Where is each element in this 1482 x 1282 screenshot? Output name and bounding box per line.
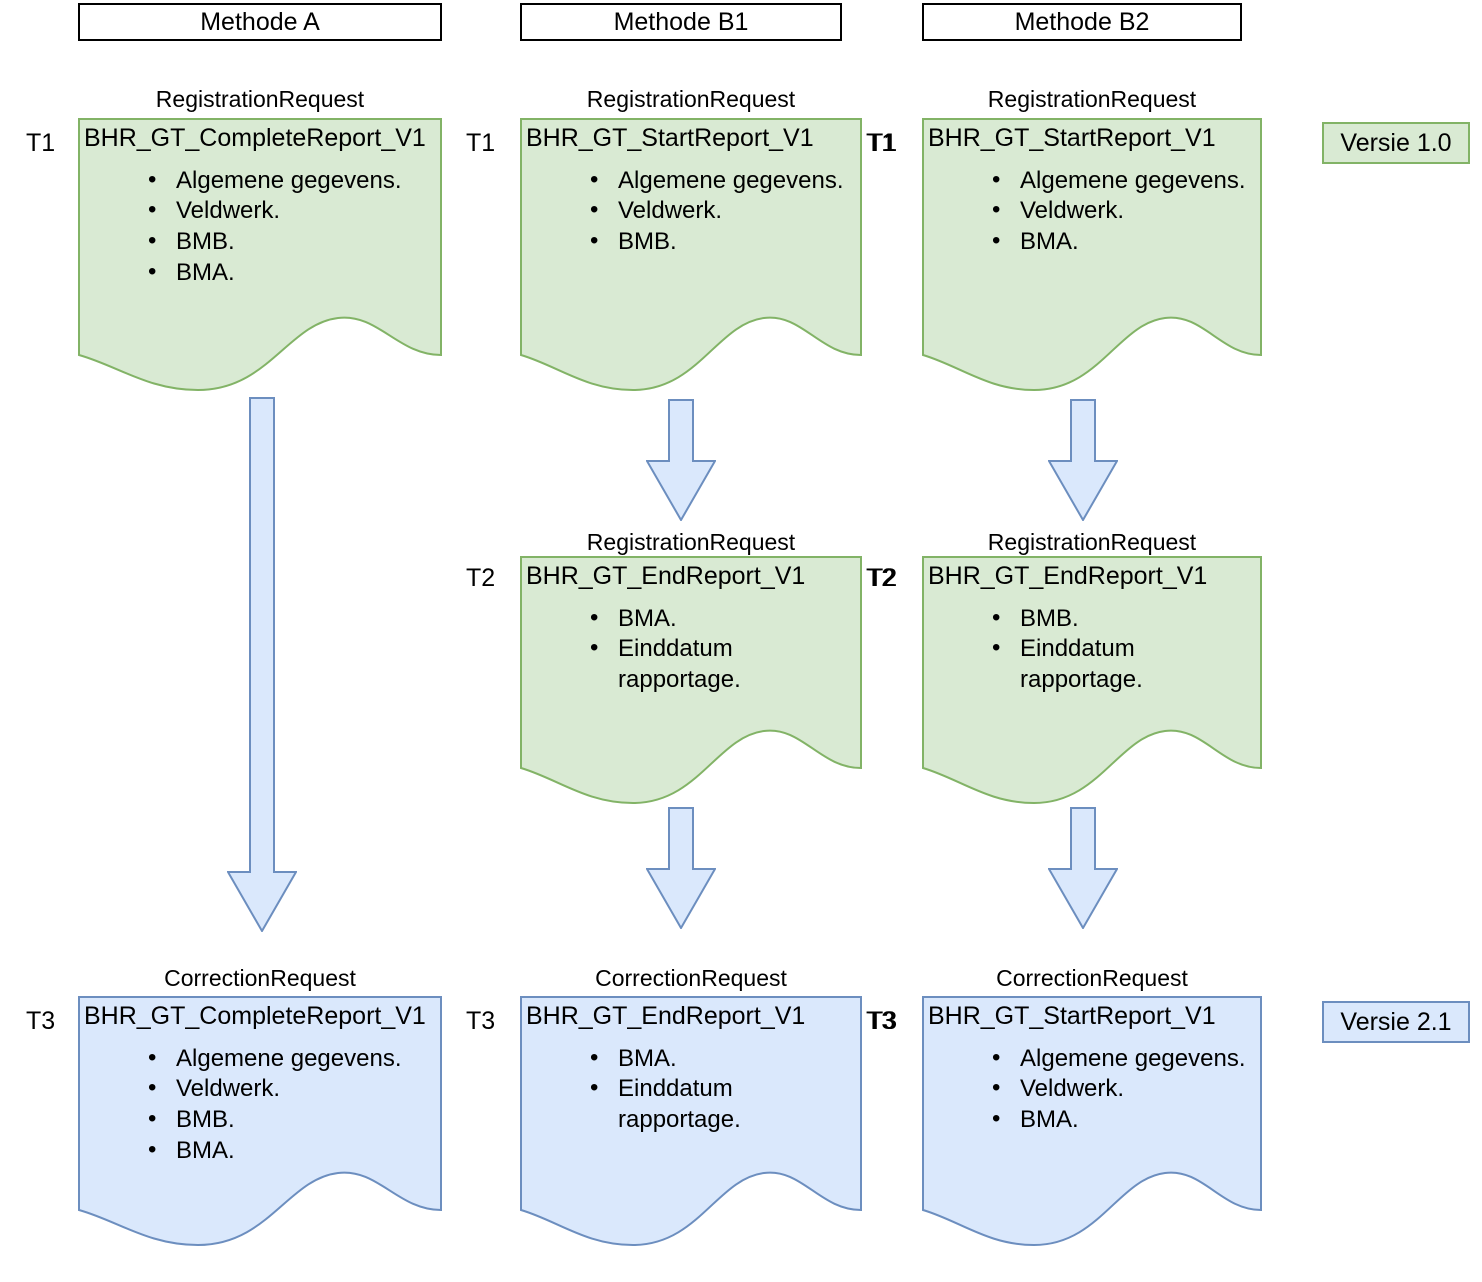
list-item: Veldwerk. — [986, 1073, 1260, 1105]
doc-b1-t3[interactable]: BHR_GT_EndReport_V1 BMA. Einddatum rappo… — [520, 996, 862, 1282]
doc-list-b1-t3: BMA. Einddatum rapportage. — [526, 1043, 860, 1136]
doc-caption-b2-t2: RegistrationRequest — [987, 529, 1197, 555]
doc-list-a-t1: Algemene gegevens. Veldwerk. BMB. BMA. — [84, 165, 440, 289]
time-label-b2-t1-left: T1 — [868, 129, 898, 157]
doc-a-t1[interactable]: BHR_GT_CompleteReport_V1 Algemene gegeve… — [78, 118, 442, 398]
method-header-b2: Methode B2 — [922, 3, 1242, 41]
arrow-b1-t2-to-t3 — [646, 807, 716, 929]
list-item: Veldwerk. — [142, 195, 440, 227]
doc-title-a-t3: BHR_GT_CompleteReport_V1 — [84, 1002, 426, 1030]
list-item: Einddatum rapportage. — [584, 633, 779, 695]
doc-list-b2-t3: Algemene gegevens. Veldwerk. BMA. — [928, 1043, 1260, 1136]
doc-title-b1-t3: BHR_GT_EndReport_V1 — [526, 1002, 806, 1030]
doc-caption-b1-t1: RegistrationRequest — [586, 86, 796, 112]
time-label-b1-t3-left: T3 — [466, 1007, 496, 1035]
doc-body-b1-t3: BHR_GT_EndReport_V1 BMA. Einddatum rappo… — [520, 996, 862, 1136]
doc-list-b1-t2: BMA. Einddatum rapportage. — [526, 603, 860, 696]
time-label-b1-t1-right: T1 — [866, 129, 896, 157]
doc-list-a-t3: Algemene gegevens. Veldwerk. BMB. BMA. — [84, 1043, 440, 1167]
list-item: BMB. — [142, 226, 440, 258]
doc-title-b2-t1: BHR_GT_StartReport_V1 — [928, 124, 1216, 152]
doc-caption-a-t1: RegistrationRequest — [155, 86, 365, 112]
method-header-b1: Methode B1 — [520, 3, 842, 41]
doc-body-b2-t1: BHR_GT_StartReport_V1 Algemene gegevens.… — [922, 118, 1262, 258]
time-label-b2-t2-left: T2 — [868, 564, 898, 592]
arrow-a-t1-to-t3 — [227, 397, 297, 932]
list-item: Veldwerk. — [584, 195, 860, 227]
doc-list-b1-t1: Algemene gegevens. Veldwerk. BMB. — [526, 165, 860, 258]
doc-title-a-t1: BHR_GT_CompleteReport_V1 — [84, 124, 426, 152]
time-label-b1-t2-right: T2 — [866, 564, 896, 592]
legend-versie-2-1: Versie 2.1 — [1322, 1001, 1470, 1043]
list-item: BMA. — [986, 1104, 1260, 1136]
doc-body-b2-t2: BHR_GT_EndReport_V1 BMB. Einddatum rappo… — [922, 556, 1262, 696]
doc-a-t3[interactable]: BHR_GT_CompleteReport_V1 Algemene gegeve… — [78, 996, 442, 1282]
list-item: BMA. — [584, 1043, 860, 1075]
list-item: Veldwerk. — [142, 1073, 440, 1105]
doc-title-b2-t2: BHR_GT_EndReport_V1 — [928, 562, 1208, 590]
list-item: BMA. — [142, 1135, 440, 1167]
doc-caption-a-t3: CorrectionRequest — [164, 965, 356, 991]
list-item: BMB. — [584, 226, 860, 258]
doc-b1-t1[interactable]: BHR_GT_StartReport_V1 Algemene gegevens.… — [520, 118, 862, 398]
list-item: Einddatum rapportage. — [584, 1073, 779, 1135]
method-header-b2-label: Methode B2 — [1014, 7, 1150, 36]
time-label-b1-t3-right: T3 — [866, 1007, 896, 1035]
legend-versie-2-1-label: Versie 2.1 — [1340, 1007, 1452, 1036]
doc-list-b2-t1: Algemene gegevens. Veldwerk. BMA. — [928, 165, 1260, 258]
arrow-b2-t1-to-t2 — [1048, 399, 1118, 521]
method-header-b1-label: Methode B1 — [613, 7, 749, 36]
doc-caption-b2-t1: RegistrationRequest — [987, 86, 1197, 112]
time-label-a-t3-left: T3 — [26, 1007, 56, 1035]
legend-versie-1-0-label: Versie 1.0 — [1340, 128, 1452, 157]
arrow-b1-t1-to-t2 — [646, 399, 716, 521]
list-item: Algemene gegevens. — [142, 1043, 440, 1075]
list-item: Veldwerk. — [986, 195, 1260, 227]
legend-versie-1-0: Versie 1.0 — [1322, 122, 1470, 164]
list-item: BMA. — [584, 603, 860, 635]
doc-b1-t2[interactable]: BHR_GT_EndReport_V1 BMA. Einddatum rappo… — [520, 556, 862, 810]
doc-b2-t2[interactable]: BHR_GT_EndReport_V1 BMB. Einddatum rappo… — [922, 556, 1262, 810]
method-header-a-label: Methode A — [200, 7, 320, 36]
doc-body-b1-t1: BHR_GT_StartReport_V1 Algemene gegevens.… — [520, 118, 862, 258]
method-header-a: Methode A — [78, 3, 442, 41]
doc-body-b1-t2: BHR_GT_EndReport_V1 BMA. Einddatum rappo… — [520, 556, 862, 696]
list-item: BMB. — [142, 1104, 440, 1136]
doc-title-b2-t3: BHR_GT_StartReport_V1 — [928, 1002, 1216, 1030]
doc-body-b2-t3: BHR_GT_StartReport_V1 Algemene gegevens.… — [922, 996, 1262, 1136]
list-item: BMA. — [986, 226, 1260, 258]
list-item: Algemene gegevens. — [986, 1043, 1260, 1075]
list-item: BMA. — [142, 257, 440, 289]
doc-title-b1-t2: BHR_GT_EndReport_V1 — [526, 562, 806, 590]
time-label-b1-t1-left: T1 — [466, 129, 496, 157]
doc-b2-t1[interactable]: BHR_GT_StartReport_V1 Algemene gegevens.… — [922, 118, 1262, 398]
doc-caption-b1-t2: RegistrationRequest — [586, 529, 796, 555]
doc-list-b2-t2: BMB. Einddatum rapportage. — [928, 603, 1260, 696]
doc-body-a-t1: BHR_GT_CompleteReport_V1 Algemene gegeve… — [78, 118, 442, 288]
list-item: Algemene gegevens. — [142, 165, 440, 197]
doc-body-a-t3: BHR_GT_CompleteReport_V1 Algemene gegeve… — [78, 996, 442, 1166]
doc-b2-t3[interactable]: BHR_GT_StartReport_V1 Algemene gegevens.… — [922, 996, 1262, 1282]
list-item: Algemene gegevens. — [986, 165, 1260, 197]
time-label-b2-t3-left: T3 — [868, 1007, 898, 1035]
doc-title-b1-t1: BHR_GT_StartReport_V1 — [526, 124, 814, 152]
doc-caption-b1-t3: CorrectionRequest — [595, 965, 787, 991]
list-item: BMB. — [986, 603, 1260, 635]
arrow-b2-t2-to-t3 — [1048, 807, 1118, 929]
time-label-a-t1-left: T1 — [26, 129, 56, 157]
list-item: Einddatum rapportage. — [986, 633, 1181, 695]
list-item: Algemene gegevens. — [584, 165, 860, 197]
doc-caption-b2-t3: CorrectionRequest — [996, 965, 1188, 991]
time-label-b1-t2-left: T2 — [466, 564, 496, 592]
